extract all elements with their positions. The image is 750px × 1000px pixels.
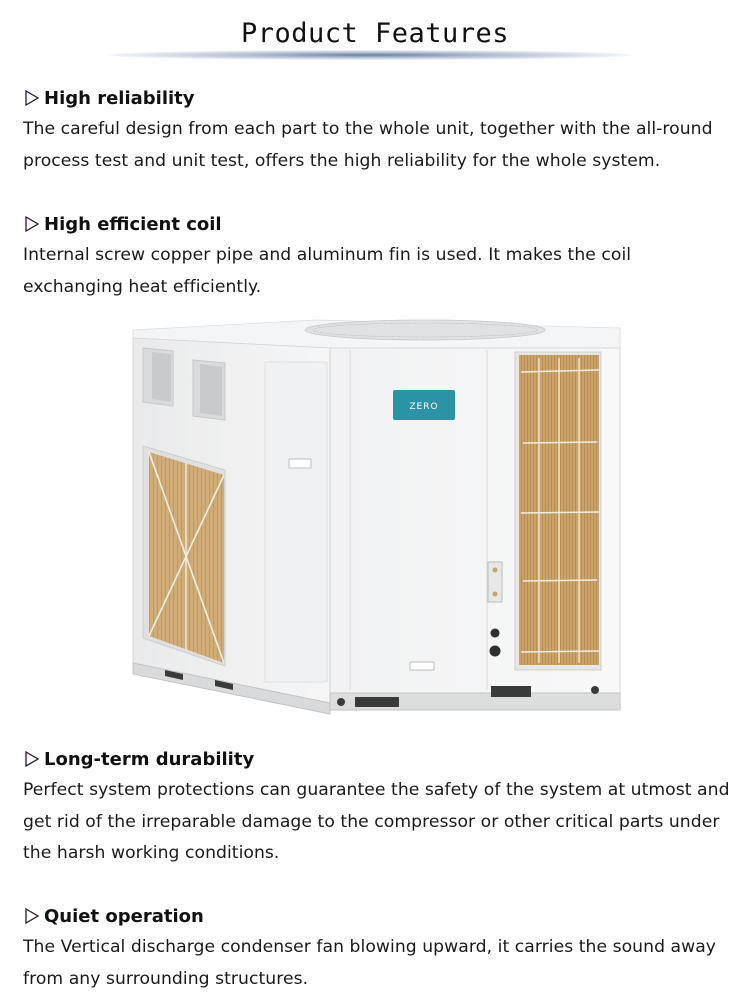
feature-title: Long-term durability [44,748,255,770]
feature-title: Quiet operation [44,905,204,927]
feature-heading: Quiet operation [23,903,733,929]
feature-heading: Long-term durability [23,746,733,772]
page-title: Product Features [240,18,510,49]
feature-title: High efficient coil [44,213,222,235]
rooftop-unit-illustration: ZERO [132,319,621,715]
feature-heading: High reliability [23,85,733,111]
feature-description: Internal screw copper pipe and aluminum … [23,245,632,297]
feature-heading: High efficient coil [23,211,733,237]
triangle-right-outline-icon [25,215,40,233]
triangle-right-outline-icon [25,89,40,107]
feature-description: The Vertical discharge condenser fan blo… [23,937,717,989]
feature-title: High reliability [44,87,195,109]
feature-high-reliability: High reliability The careful design from… [23,85,733,177]
page-header: Product Features [0,0,750,70]
feature-high-efficient-coil: High efficient coil Internal screw coppe… [23,211,733,303]
triangle-right-outline-icon [25,750,40,768]
brand-logo [393,390,455,420]
feature-description: The careful design from each part to the… [23,119,713,171]
feature-long-term-durability: Long-term durability Perfect system prot… [23,746,733,870]
feature-description: Perfect system protections can guarantee… [23,780,730,863]
product-image: ZERO [125,318,625,718]
svg-text:ZERO: ZERO [409,402,438,412]
feature-quiet-operation: Quiet operation The Vertical discharge c… [23,903,733,995]
title-underline-divider [108,50,632,60]
triangle-right-outline-icon [25,907,40,925]
